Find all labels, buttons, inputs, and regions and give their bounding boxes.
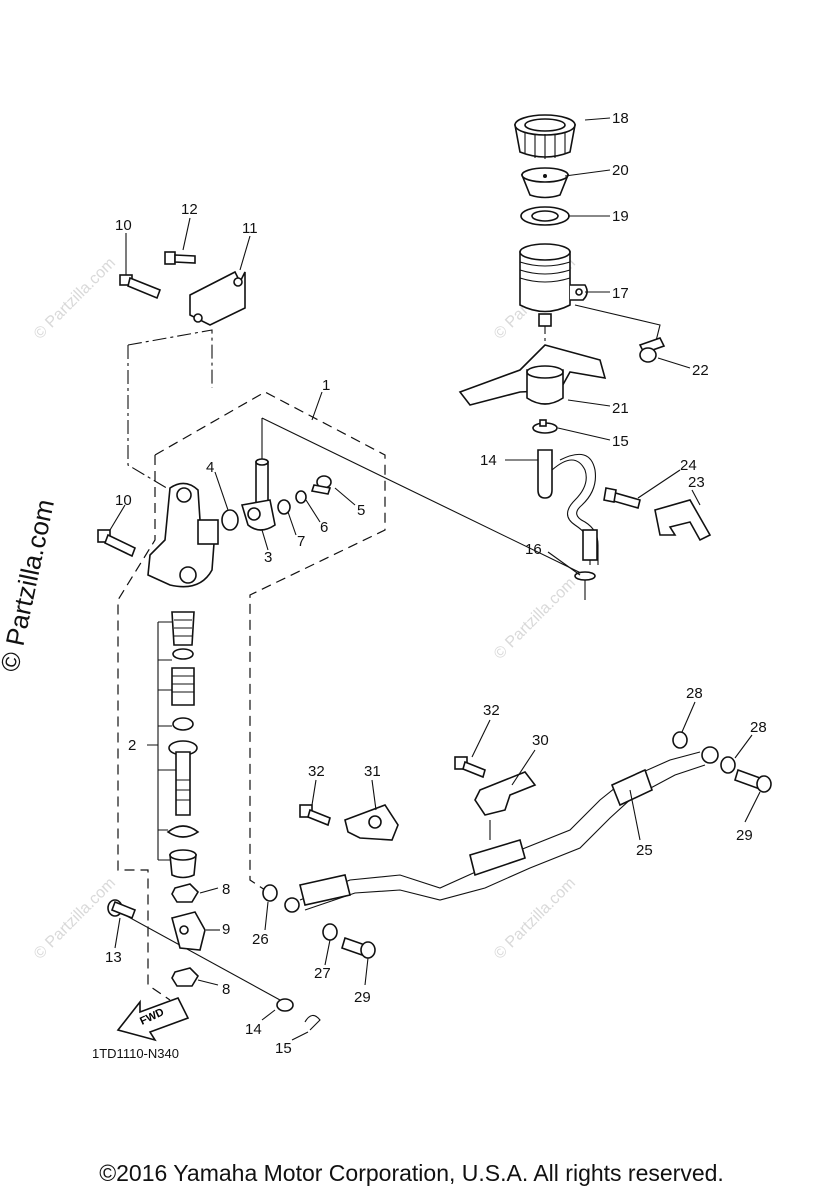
callout-19: 17 (612, 285, 629, 302)
washer (720, 756, 736, 774)
washer (295, 490, 307, 504)
hose-clip (532, 419, 558, 434)
callout-1: 1 (322, 377, 330, 394)
watermark: © Partzilla.com (491, 875, 579, 963)
callout-15: 15 (275, 1040, 292, 1057)
callout-6: 6 (320, 519, 328, 536)
callout-numbers: 18 20 19 17 21 22 15 14 16 24 23 1 4 5 6… (105, 110, 767, 1057)
callout-9: 9 (222, 921, 230, 938)
drawing-code: 1TD1110-N340 (92, 1046, 179, 1061)
reservoir-tank (519, 243, 588, 327)
bolt (638, 337, 666, 363)
callout-5: 5 (357, 502, 365, 519)
callout-3: 3 (264, 549, 272, 566)
assembly-1-boundary (154, 391, 386, 891)
reservoir-cap (514, 114, 576, 159)
callout-23: 21 (612, 400, 629, 417)
callout-26: 24 (680, 457, 697, 474)
hose-guide-bracket (654, 499, 712, 542)
callout-4: 4 (206, 459, 214, 476)
callout-28: 28 (750, 719, 767, 736)
alignment-line (124, 914, 281, 1001)
callout-10: 10 (115, 217, 132, 234)
union-bolt (341, 936, 376, 959)
washer (322, 923, 338, 941)
washer (277, 499, 291, 515)
callout-30: 30 (532, 732, 549, 749)
mounting-bracket (189, 270, 246, 326)
callout-31: 31 (364, 763, 381, 780)
nut (171, 967, 200, 987)
callout-24: 22 (692, 362, 709, 379)
callout-17: 15 (612, 433, 629, 450)
alignment-line (574, 304, 661, 346)
master-cylinder-body (147, 482, 219, 588)
diaphragm-plate (520, 167, 570, 199)
callout-32: 32 (308, 763, 325, 780)
callout-12: 12 (181, 201, 198, 218)
callout-10: 10 (115, 492, 132, 509)
callout-2: 2 (128, 737, 136, 754)
callout-32: 32 (483, 702, 500, 719)
callout-28: 28 (686, 685, 703, 702)
cotter-pin (304, 1014, 321, 1031)
washer (262, 884, 278, 902)
union-bolt (734, 768, 772, 793)
callout-8: 8 (222, 981, 230, 998)
callout-28: 26 (252, 931, 269, 948)
callout-29: 29 (354, 989, 371, 1006)
callout-29: 29 (736, 827, 753, 844)
fwd-arrow-icon: FWD (116, 997, 190, 1042)
watermark: © Partzilla.com (491, 575, 579, 663)
brake-hose (284, 746, 719, 913)
bolt (603, 487, 641, 509)
diaphragm (520, 206, 570, 226)
o-ring (221, 509, 239, 531)
callout-21: 19 (612, 208, 629, 225)
alignment-line (127, 329, 213, 388)
bolt (119, 274, 162, 300)
clevis (171, 911, 206, 951)
hose-holder (474, 771, 537, 816)
bolt (299, 804, 331, 827)
callout-leaders (109, 117, 761, 1041)
callout-7: 7 (297, 533, 305, 550)
bolt (97, 529, 137, 558)
alignment-line (127, 345, 171, 491)
pin (107, 899, 137, 920)
joint-fitting (240, 458, 276, 531)
reservoir-hose (537, 449, 599, 565)
hose-clip (574, 571, 596, 581)
hose-holder (344, 804, 399, 841)
callout-25: 23 (688, 474, 705, 491)
callout-11: 11 (242, 220, 258, 237)
callout-14: 14 (245, 1021, 262, 1038)
piston-kit (147, 611, 200, 879)
nut (171, 883, 200, 903)
washer (672, 731, 688, 749)
assembly-2-boundary (117, 455, 171, 1001)
callout-20: 18 (612, 110, 629, 127)
copyright-footer: ©2016 Yamaha Motor Corporation, U.S.A. A… (99, 1160, 724, 1186)
screw (310, 475, 332, 495)
callout-13: 13 (105, 949, 122, 966)
reservoir-bracket (458, 344, 607, 406)
alignment-line (261, 417, 586, 600)
callout-18: 16 (525, 541, 542, 558)
bolt (164, 251, 196, 265)
callout-8: 8 (222, 881, 230, 898)
callout-16: 14 (480, 452, 497, 469)
callout-22: 20 (612, 162, 629, 179)
bolt (454, 756, 486, 779)
watermark: © Partzilla.com (31, 255, 119, 343)
callout-28: 27 (314, 965, 331, 982)
callout-27: 25 (636, 842, 653, 859)
washer (276, 998, 294, 1012)
